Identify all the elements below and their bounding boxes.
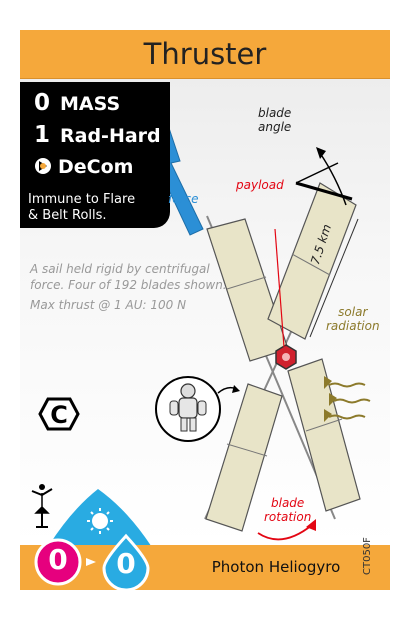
rotation-arrow-icon — [257, 524, 313, 541]
solar-radiation-icon — [328, 382, 371, 420]
fuel-right-drop — [102, 533, 150, 590]
blade-angle-label: blade angle — [258, 106, 292, 134]
fuel-right-value: 0 — [116, 547, 136, 580]
decom-stat: DeCom — [34, 156, 133, 178]
fuel-arrow-icon — [86, 558, 96, 566]
card-code: CT050F — [362, 537, 373, 575]
title-bar — [20, 30, 390, 79]
thrust-type-hex-icon: C — [38, 397, 80, 431]
astronaut-icon — [155, 376, 240, 442]
blade-lower-right — [287, 358, 361, 512]
heliogyro-diagram: C — [31, 123, 371, 545]
dancer-icon — [31, 484, 53, 528]
force-label: force — [168, 192, 199, 206]
bottom-bar — [20, 545, 390, 590]
fuel-left-value: 0 — [48, 543, 68, 576]
note-line-1: A sail held rigid by centrifugal — [30, 262, 210, 276]
ability-text: Immune to Flare & Belt Rolls. — [28, 192, 136, 223]
fuel-left-circle — [34, 538, 82, 586]
sun-icon — [87, 508, 113, 534]
solar-radiation-label: solar radiation — [326, 305, 380, 333]
blade-rotation-label: blade rotation — [264, 496, 312, 524]
note-line-3: Max thrust @ 1 AU: 100 N — [30, 298, 187, 312]
fuel-cost — [34, 533, 150, 590]
card-title: Thruster — [143, 37, 267, 71]
art-area: C — [20, 79, 390, 545]
decom-icon — [35, 158, 51, 174]
blade-lower-left — [205, 383, 283, 532]
payload-label: payload — [236, 178, 284, 192]
thrust-type-letter: C — [50, 401, 68, 429]
card: Thruster — [20, 30, 390, 590]
card-subtitle: Photon Heliogyro — [211, 558, 341, 576]
note-line-2: force. Four of 192 blades shown. — [30, 278, 227, 292]
